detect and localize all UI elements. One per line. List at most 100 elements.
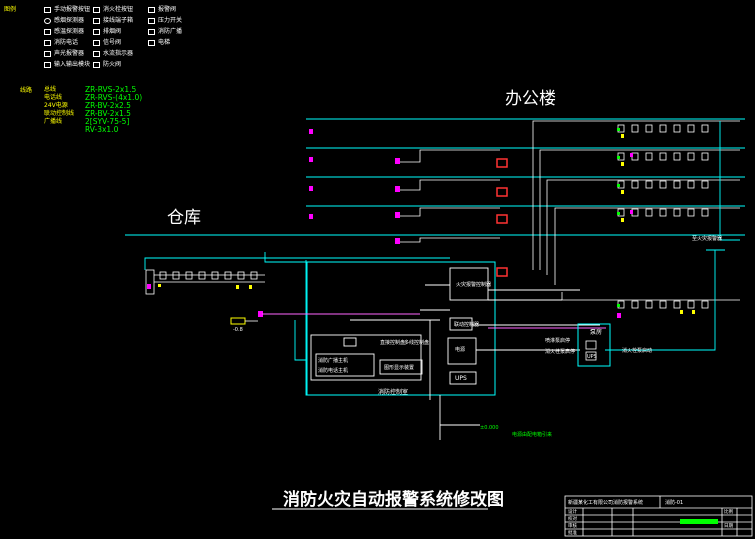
- pump-signal-2: 消火栓泵启停: [545, 349, 576, 355]
- control-room-label: 消防控制室: [378, 389, 409, 396]
- panel-item: 消防广播主机: [318, 358, 349, 364]
- legend-item: 报警阀: [148, 6, 176, 13]
- legend-label: 报警阀: [158, 6, 177, 13]
- legend-symbol-icon: [93, 28, 100, 35]
- office-device-highlights: [621, 134, 695, 314]
- red-devices: [496, 158, 508, 277]
- floor-markers: [258, 129, 400, 317]
- level-annotation: ±0.000: [480, 425, 499, 431]
- office-building-label: 办公楼: [505, 89, 556, 109]
- legend-label: 声光报警器: [54, 50, 85, 57]
- legend-label: 手动报警按钮: [54, 6, 91, 13]
- panel-item: 图形显示装置: [384, 365, 415, 371]
- wiring-name: 广播线: [44, 118, 63, 125]
- wiring-type: ZR-RVS-(4x1.0): [85, 93, 143, 102]
- control-room-box: [306, 261, 496, 396]
- office-bus-annotation: 至火灾报警器: [692, 236, 723, 242]
- legend-label: 输入输出模块: [54, 61, 91, 68]
- legend-symbol-icon: [44, 17, 51, 24]
- legend-item: 信号阀: [93, 39, 121, 46]
- pump-room-box: [577, 323, 611, 367]
- legend-label: 压力开关: [158, 17, 183, 24]
- legend-symbol-icon: [93, 17, 100, 24]
- panel-item: 直接控制盘: [380, 340, 406, 346]
- legend-symbol-icon: [148, 6, 155, 13]
- legend-item: 消火栓按钮: [93, 6, 133, 13]
- title-block-scale: 比例: [724, 510, 733, 515]
- office-floor-lines: [125, 118, 745, 236]
- legend-symbol-icon: [148, 39, 155, 46]
- legend-label: 排烟阀: [103, 28, 122, 35]
- title-block-drawing-no: 消防-01: [665, 500, 684, 506]
- legend-symbol-icon: [148, 17, 155, 24]
- panel-item: 消防电话主机: [318, 368, 349, 374]
- legend-item: 声光报警器: [44, 50, 84, 57]
- warehouse-device-row: [145, 269, 265, 295]
- title-block-grid: [564, 495, 753, 537]
- legend-label: 水流指示器: [103, 50, 134, 57]
- title-block-company: 新疆某化工有限公司消防报警系统: [568, 500, 644, 506]
- title-block-row: 审核: [568, 524, 577, 529]
- legend-label: 接线端子箱: [103, 17, 134, 24]
- fire-alarm-host-label: 火灾报警控制器: [456, 282, 492, 288]
- warehouse-building-label: 仓库: [167, 208, 201, 228]
- legend-symbol-icon: [44, 61, 51, 68]
- wiring-name: 总线: [44, 86, 57, 93]
- office-green-markers: [617, 128, 620, 307]
- legend-label: 防火阀: [103, 61, 122, 68]
- legend-item: 输入输出模块: [44, 61, 90, 68]
- legend-item: 手动报警按钮: [44, 6, 90, 13]
- pump-bus-annotation: 消火栓泵启动: [622, 348, 653, 354]
- legend-item: 电梯: [148, 39, 170, 46]
- legend-symbol-icon: [93, 61, 100, 68]
- legend-symbol-icon: [148, 28, 155, 35]
- pump-room-label: 泵房: [590, 329, 603, 336]
- legend-item: 水流指示器: [93, 50, 133, 57]
- wiring-name: 24V电源: [44, 102, 68, 109]
- legend-symbol-icon: [44, 28, 51, 35]
- magenta-link: [262, 313, 606, 329]
- legend-symbol-icon: [44, 50, 51, 57]
- legend-item: 感温探测器: [44, 28, 84, 35]
- legend-label: 消防广播: [158, 28, 183, 35]
- office-device-rows: [617, 124, 709, 309]
- wiring-type: ZR-BV-2x1.5: [85, 109, 131, 118]
- legend-item: 接线端子箱: [93, 17, 133, 24]
- legend-symbol-icon: [93, 6, 100, 13]
- title-block-green-bar: [680, 519, 718, 524]
- legend-header: 图例: [4, 6, 17, 13]
- wiring-name: 电话线: [44, 94, 63, 101]
- office-risers: [400, 120, 740, 301]
- wiring-type: ZR-RVS-2x1.5: [85, 85, 137, 94]
- title-block-row: 校对: [568, 517, 577, 522]
- wiring-header: 线路: [20, 87, 33, 94]
- pump-signal-1: 喷淋泵启停: [545, 338, 571, 344]
- control-room-equipment: [310, 267, 600, 440]
- legend-label: 信号阀: [103, 39, 122, 46]
- legend-item: 排烟阀: [93, 28, 121, 35]
- legend-label: 消火栓按钮: [103, 6, 134, 13]
- wiring-type: RV-3x1.0: [85, 125, 119, 134]
- ups-label: UPS: [455, 375, 467, 382]
- legend-item: 感烟探测器: [44, 17, 84, 24]
- legend-symbol-icon: [44, 39, 51, 46]
- drawing-title: 消防火灾自动报警系统修改图: [283, 490, 504, 510]
- title-block-date: 日期: [724, 524, 733, 529]
- title-block-row: 设计: [568, 510, 577, 515]
- legend-item: 防火阀: [93, 61, 121, 68]
- power-label: 电源: [455, 347, 466, 353]
- legend-item: 消防广播: [148, 28, 182, 35]
- wiring-name: 联动控制线: [44, 110, 75, 117]
- legend-symbol-icon: [44, 6, 51, 13]
- incoming-annotation: 电源由配电箱引来: [512, 432, 553, 438]
- warehouse-magenta-marker: [147, 284, 151, 289]
- pump-room-equipment: [585, 340, 597, 361]
- legend-label: 感温探测器: [54, 28, 85, 35]
- legend-label: 感烟探测器: [54, 17, 85, 24]
- legend-label: 消防电话: [54, 39, 79, 46]
- wiring-type: ZR-BV-2x2.5: [85, 101, 131, 110]
- title-block-row: 批准: [568, 531, 577, 536]
- legend-symbol-icon: [93, 50, 100, 57]
- warehouse-yellow-markers: [158, 284, 252, 289]
